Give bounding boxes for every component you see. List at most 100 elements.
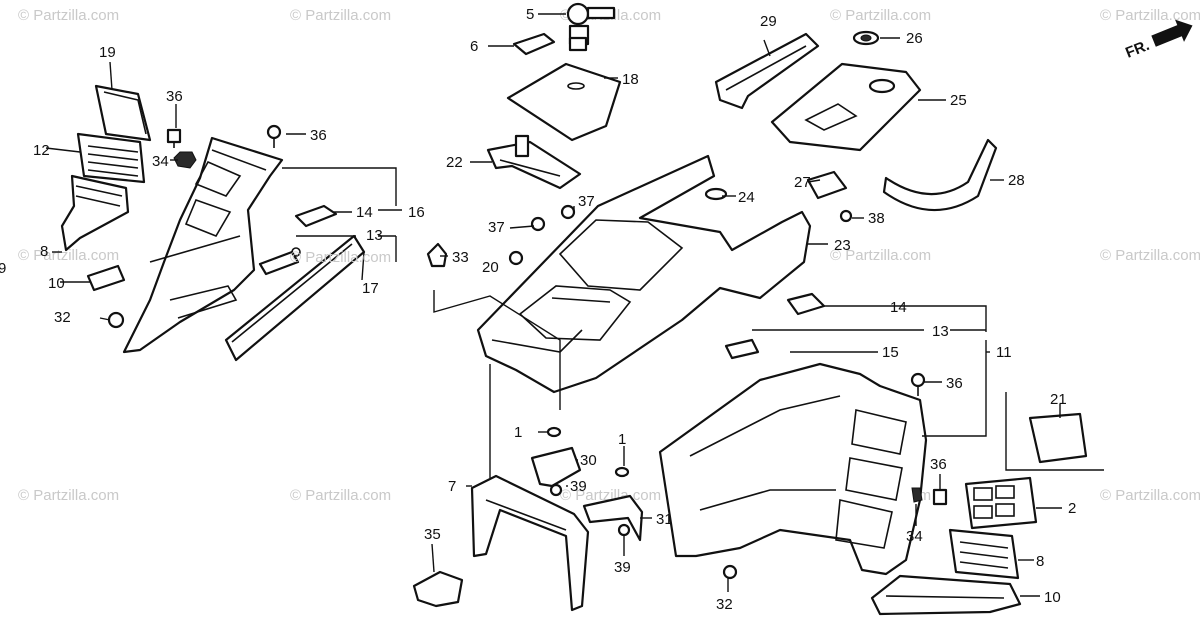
part-21-hinge [486,134,582,190]
part-36-fastener-right [910,372,926,396]
callout-17: 17 [362,280,379,297]
watermark-text: © Partzilla.com [1100,247,1200,264]
watermark-text: © Partzilla.com [290,7,391,24]
callout-18: 18 [622,71,639,88]
part-24-bracket [582,494,644,542]
callout-37: 37 [578,193,595,210]
callout-32: 32 [54,309,71,326]
watermark-text: © Partzilla.com [830,247,931,264]
callout-25: 30 [580,452,597,469]
part-36-clip-right [932,488,948,506]
part-28-grommet [852,30,880,46]
callout-11: 10 [48,275,65,292]
part-33-clip [426,242,448,268]
part-19-clip [508,250,524,266]
part-5-bracket [470,474,590,612]
callout-13: 13 [932,323,949,340]
part-20-lid [1028,412,1088,464]
part-39-bolt-b [617,523,631,537]
callout-36: 36 [166,88,183,105]
leader-lines [45,13,1104,597]
part-36-fastener [266,124,282,148]
front-label: FR. [1123,37,1152,62]
part-22-lid [94,84,152,142]
callout-34: 34 [152,153,169,170]
watermark-text: © Partzilla.com [560,487,661,504]
part-34-nut-right [911,487,923,503]
callout-39: 39 [614,559,631,576]
part-25-bracket [530,446,582,488]
watermark-text: © Partzilla.com [18,487,119,504]
part-16-left-panel [122,136,284,354]
callout-19: 20 [482,259,499,276]
watermark-text: © Partzilla.com [18,7,119,24]
callout-10: 9 [0,260,6,277]
callout-24: 31 [656,511,673,528]
callout-8: 10 [1044,589,1061,606]
part-32-screw-right [722,564,738,580]
callout-3: 5 [526,6,534,23]
callout-33: 33 [452,249,469,266]
callout-21: 22 [446,154,463,171]
part-18-lid [506,62,622,142]
callout-23: 23 [834,237,851,254]
part-31-tray [714,32,820,110]
callout-28: 26 [906,30,923,47]
part-38-bolt [839,209,853,223]
part-34-nut-left [173,151,197,169]
callout-20: 21 [1050,391,1067,408]
part-switch-bracket [60,174,130,252]
callout-35: 35 [424,526,441,543]
watermark-text: © Partzilla.com [1100,7,1200,24]
callout-15: 15 [882,344,899,361]
part-32-screw-left [99,311,125,329]
part-8-bracket [870,574,1022,616]
callout-31: 29 [760,13,777,30]
callout-22: 19 [99,44,116,61]
part-13-clip-right [724,338,760,360]
callout-39: 39 [570,478,587,495]
callout-14: 14 [356,204,373,221]
callout-36: 36 [946,375,963,392]
part-6-vent [948,528,1020,580]
part-7-vent [76,132,146,184]
watermark-text: © Partzilla.com [1100,487,1200,504]
callout-labels: 19 36 12 34 36 14 16 13 17 8 9 10 32 5 6… [0,6,1076,613]
front-arrow-icon [1151,19,1193,47]
watermark-text: © Partzilla.com [18,247,119,264]
part-29-pad [806,170,848,200]
part-23-center-console [476,154,812,394]
callout-14: 14 [890,299,907,316]
callout-38: 38 [868,210,885,227]
part-27-cover [770,62,922,152]
callout-16: 16 [408,204,425,221]
part-14-clip-left [294,204,338,228]
callout-36: 36 [310,127,327,144]
callout-29: 27 [794,174,811,191]
part-37-fastener-a [560,204,576,220]
callout-12: 11 [996,344,1012,361]
part-14-clip-right [786,292,826,316]
watermark-text: © Partzilla.com [830,7,931,24]
part-39-bolt-a [549,483,563,497]
callout-13: 13 [366,227,383,244]
part-11-knob [86,264,126,292]
part-37-fastener-b [530,216,546,232]
part-26-grommet [704,187,728,201]
callout-26: 24 [738,189,755,206]
part-30-strap [882,138,998,212]
part-2-switch [964,476,1038,530]
callout-1: 1 [618,431,626,448]
callout-36: 36 [930,456,947,473]
part-36-clip-left [166,128,182,148]
callout-2: 2 [1068,500,1076,517]
callout-7: 12 [33,142,50,159]
callout-6: 8 [1036,553,1044,570]
part-12-right-panel [658,362,928,576]
part-3-lock [566,2,616,52]
callout-37: 37 [488,219,505,236]
part-4-latch [512,32,556,56]
watermark-text: © Partzilla.com [290,487,391,504]
callout-34: 34 [906,528,923,545]
watermark-center: © Partzilla.com [290,249,391,266]
